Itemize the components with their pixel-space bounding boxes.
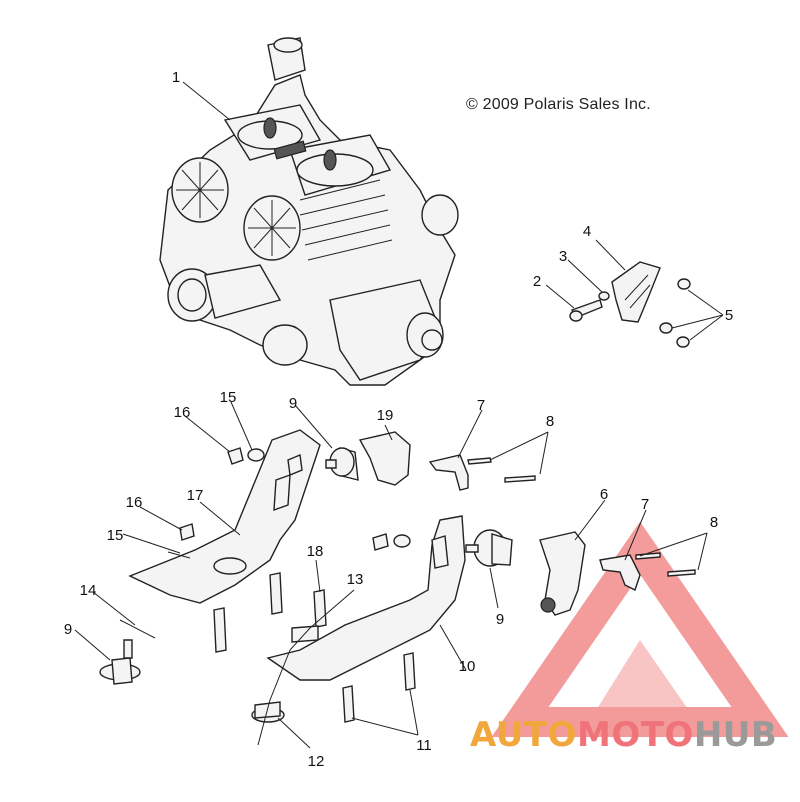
bracket-10 — [266, 515, 466, 681]
callout-6: 6 — [599, 486, 609, 503]
bracket-4 — [611, 261, 661, 323]
mount-9-lower-right — [465, 529, 513, 567]
callout-4: 4 — [582, 223, 592, 240]
washer-3 — [598, 291, 610, 301]
callout-19: 19 — [376, 407, 394, 424]
bolt-18 — [313, 589, 327, 628]
callout-8-lower: 8 — [709, 514, 719, 531]
nut-lower-right — [372, 533, 389, 551]
plate-7-upper — [428, 454, 469, 491]
bolts-11 — [342, 652, 416, 723]
callout-5: 5 — [724, 307, 734, 324]
watermark-auto: AUTO — [470, 715, 577, 755]
engine-assembly — [159, 37, 459, 386]
callout-8-upper: 8 — [545, 413, 555, 430]
nut-16-lower — [179, 523, 195, 541]
bolt-2 — [569, 299, 603, 322]
callout-14: 14 — [79, 582, 97, 599]
nut-16-upper — [227, 447, 244, 465]
callout-16-upper: 16 — [173, 404, 191, 421]
bolt-17-right — [269, 572, 283, 615]
mount-9-lower-left — [99, 639, 141, 685]
callout-15-upper: 15 — [219, 389, 237, 406]
callout-7-upper: 7 — [476, 397, 486, 414]
callout-10: 10 — [458, 658, 476, 675]
washer-lower-right — [393, 534, 411, 548]
watermark-logo — [491, 521, 789, 737]
watermark-moto: MOTO — [576, 715, 694, 755]
plate-7-lower — [599, 554, 641, 591]
mount-9-upper — [325, 447, 359, 481]
callout-9-lower-right: 9 — [495, 611, 505, 628]
callout-1: 1 — [171, 69, 181, 86]
callout-12: 12 — [307, 753, 325, 770]
bolts-5 — [659, 278, 691, 348]
callout-11: 11 — [416, 737, 432, 754]
leader-lines — [74, 81, 724, 749]
bolts-8-lower — [635, 552, 696, 577]
callout-18: 18 — [306, 543, 324, 560]
washer-15-upper — [247, 448, 265, 462]
callout-3: 3 — [558, 248, 568, 265]
watermark-hub: HUB — [693, 715, 778, 755]
bolt-17-left — [213, 607, 227, 653]
watermark-brand-text: AUTOMOTOHUB — [470, 715, 777, 755]
callout-16-lower: 16 — [125, 494, 143, 511]
bracket-19 — [358, 431, 411, 486]
callout-13: 13 — [346, 571, 364, 588]
bolts-8-upper — [467, 457, 536, 483]
washer-14 — [119, 619, 156, 639]
callout-9-lower-left: 9 — [63, 621, 73, 638]
callout-17: 17 — [186, 487, 204, 504]
washer-15-lower — [167, 551, 191, 559]
copyright-notice: © 2009 Polaris Sales Inc. — [466, 96, 651, 113]
callout-15-lower: 15 — [106, 527, 124, 544]
callout-7-lower: 7 — [640, 496, 650, 513]
bracket-17 — [128, 429, 321, 604]
callout-2: 2 — [532, 273, 542, 290]
callout-9-upper: 9 — [288, 395, 298, 412]
